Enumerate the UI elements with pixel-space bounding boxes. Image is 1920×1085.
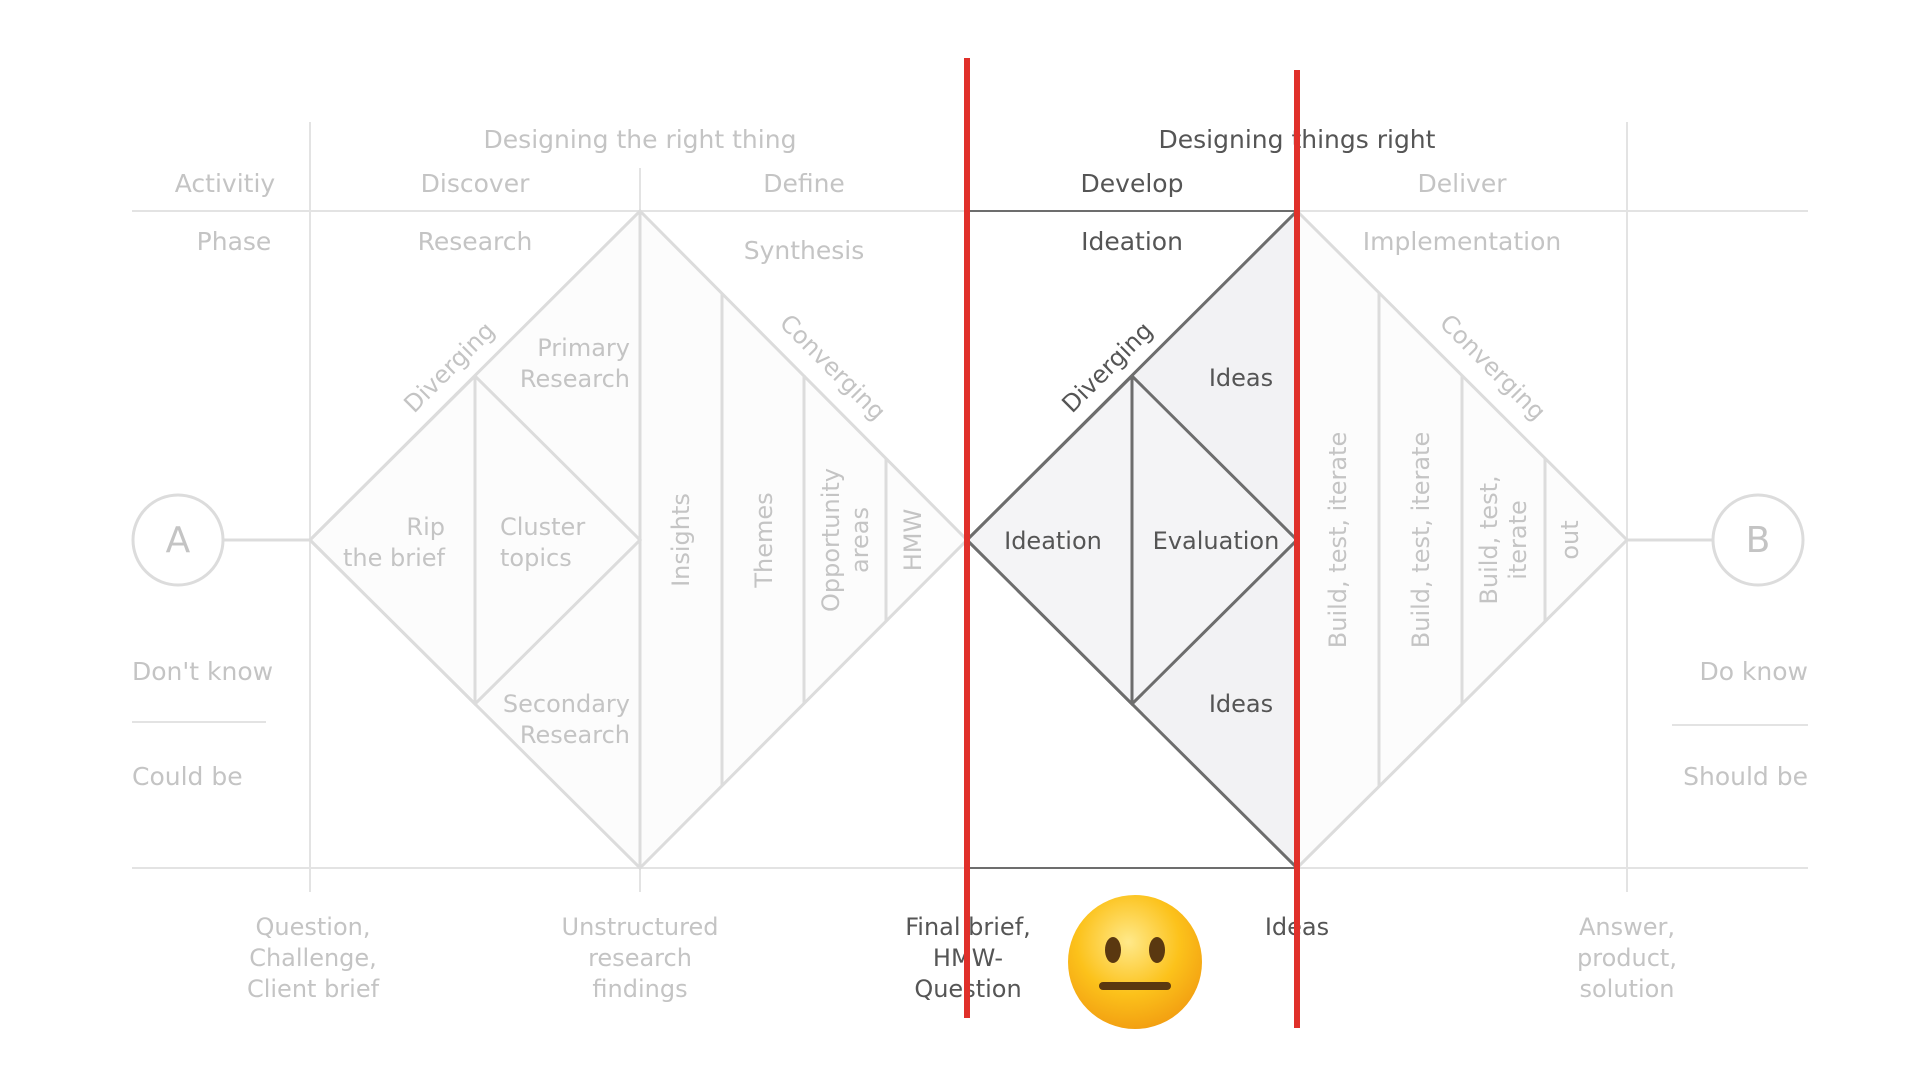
opportunity-label-line2: areas [846,507,874,573]
end-letter: B [1746,520,1771,561]
start-top-label: Don't know [132,657,273,686]
output-answer-line1: Answer, [1579,913,1675,941]
output-answer-line3: solution [1579,975,1674,1003]
phase-ideation: Ideation [1081,227,1183,256]
output-unstructured-line3: findings [592,975,687,1003]
rip-brief-line2: the brief [343,544,446,572]
group-left-title: Designing the right thing [484,125,797,154]
activity-define: Define [763,169,845,198]
row-label-phase: Phase [197,227,272,256]
ideation-label: Ideation [1004,527,1102,555]
output-question-line3: Client brief [247,975,380,1003]
cluster-topics-line1: Cluster [500,513,585,541]
secondary-research-line2: Research [520,721,630,749]
start-bottom-label: Could be [132,762,243,791]
phase-synthesis: Synthesis [744,236,865,265]
activity-develop: Develop [1081,169,1184,198]
end-bottom-label: Should be [1683,762,1808,791]
cluster-topics-line2: topics [500,544,572,572]
out-label: out [1556,520,1584,559]
build-test-iterate-2: Build, test, iterate [1407,432,1435,648]
themes-label: Themes [750,492,778,588]
phase-implementation: Implementation [1363,227,1562,256]
phase-research: Research [418,227,533,256]
secondary-research-line1: Secondary [503,690,630,718]
output-question-line2: Challenge, [249,944,377,972]
output-unstructured-line2: research [588,944,692,972]
activity-discover: Discover [421,169,530,198]
start-letter: A [166,520,191,561]
end-top-label: Do know [1699,657,1808,686]
build-test-iterate-3-line1: Build, test, [1475,475,1503,604]
build-test-iterate-1: Build, test, iterate [1324,432,1352,648]
rip-brief-line1: Rip [406,513,445,541]
neutral-face-emoji-icon [1068,895,1202,1029]
ideas-bottom-label: Ideas [1209,690,1273,718]
opportunity-label-line1: Opportunity [817,468,845,612]
insights-label: Insights [667,493,695,587]
build-test-iterate-3-line2: iterate [1504,500,1532,580]
row-label-activity: Activitiy [175,169,276,198]
output-unstructured-line1: Unstructured [562,913,719,941]
primary-research-line2: Research [520,365,630,393]
output-question-line1: Question, [256,913,371,941]
activity-deliver: Deliver [1418,169,1508,198]
hmw-label: HMW [899,509,927,571]
output-answer-line2: product, [1577,944,1677,972]
evaluation-label: Evaluation [1153,527,1280,555]
primary-research-line1: Primary [537,334,630,362]
ideas-top-label: Ideas [1209,364,1273,392]
